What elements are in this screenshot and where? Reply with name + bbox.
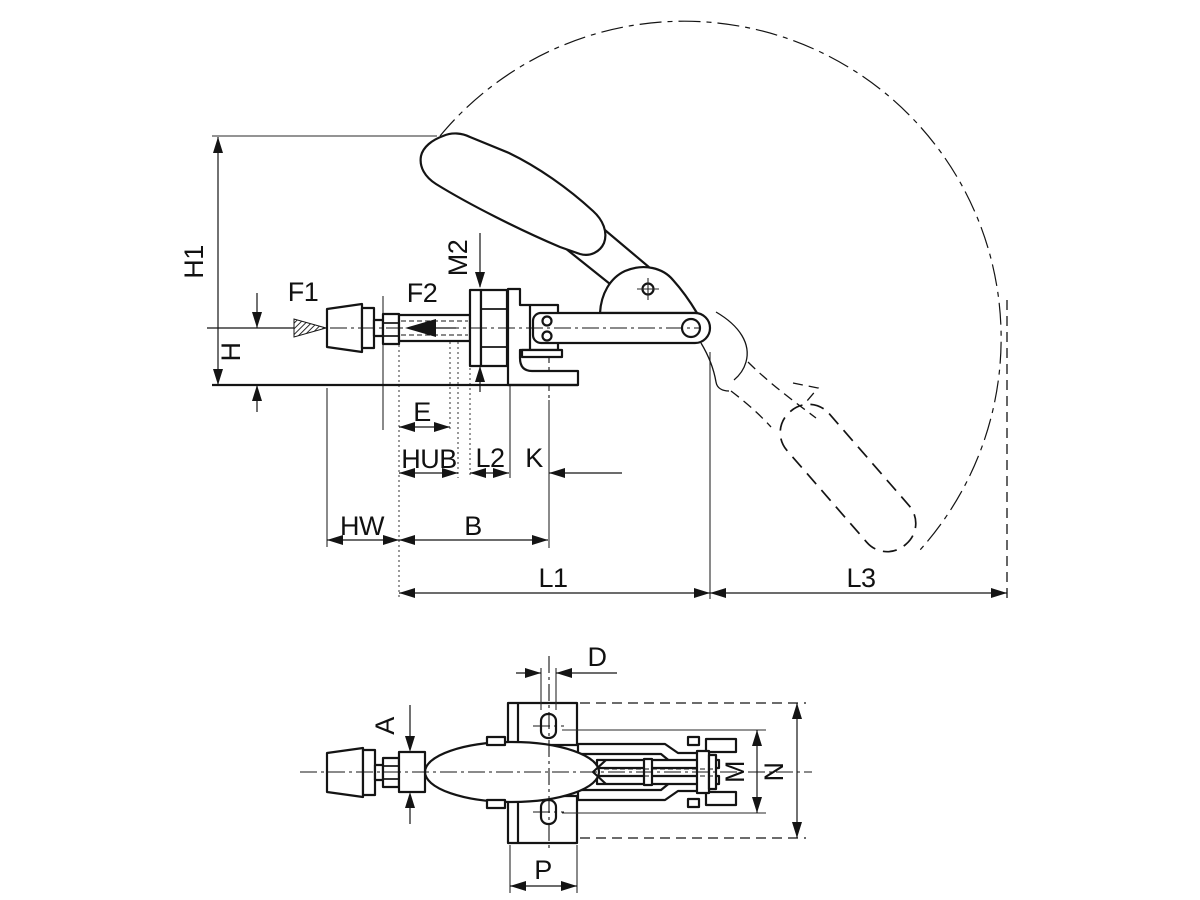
dim-label-hub: HUB: [401, 444, 457, 474]
dim-label-p: P: [534, 855, 552, 885]
dim-label-l1: L1: [538, 563, 567, 593]
dim-label-m2: M2: [443, 240, 473, 277]
handle-swing-arc: [439, 20, 1002, 551]
handle: [419, 132, 699, 315]
f2-force-arrow: [405, 319, 436, 337]
dim-label-l2: L2: [475, 443, 504, 473]
small-hex-nut: [381, 312, 401, 346]
dim-label-a: A: [370, 717, 400, 735]
top-dimension-labels: D A M N P: [370, 642, 789, 885]
top-fork-arm: [576, 735, 738, 809]
arm-end-tab-lower: [485, 798, 507, 810]
arm-end-tab-upper: [485, 735, 507, 747]
dim-label-n: N: [759, 763, 789, 782]
top-dimensions: [405, 668, 806, 893]
dim-label-f2: F2: [407, 278, 438, 308]
dim-label-b: B: [464, 511, 482, 541]
dim-label-f1: F1: [288, 277, 319, 307]
side-view: H1 H F1 F2 M2 E HUB L2 K HW B L1 L3: [179, 20, 1008, 599]
phantom-grip: [779, 403, 917, 553]
dim-label-hw: HW: [340, 511, 385, 541]
f1-force-arrow: [293, 318, 328, 338]
handle-grip: [419, 132, 607, 256]
arm-hole-lower: [541, 330, 553, 342]
dim-label-d: D: [588, 642, 607, 672]
side-extension-lines: [212, 135, 711, 599]
phantom-handle-position: [700, 311, 917, 553]
side-dimensions: [207, 137, 1007, 598]
dim-label-k: K: [525, 443, 543, 473]
top-view: D A M N P: [300, 642, 812, 893]
dim-label-h: H: [216, 343, 246, 362]
dim-label-e: E: [413, 397, 431, 427]
dim-label-h1: H1: [179, 245, 209, 279]
dim-label-m: M: [720, 761, 750, 783]
arm-hole-upper: [541, 315, 553, 327]
side-dimension-labels: H1 H F1 F2 M2 E HUB L2 K HW B L1 L3: [179, 240, 876, 593]
dim-label-l3: L3: [846, 563, 875, 593]
